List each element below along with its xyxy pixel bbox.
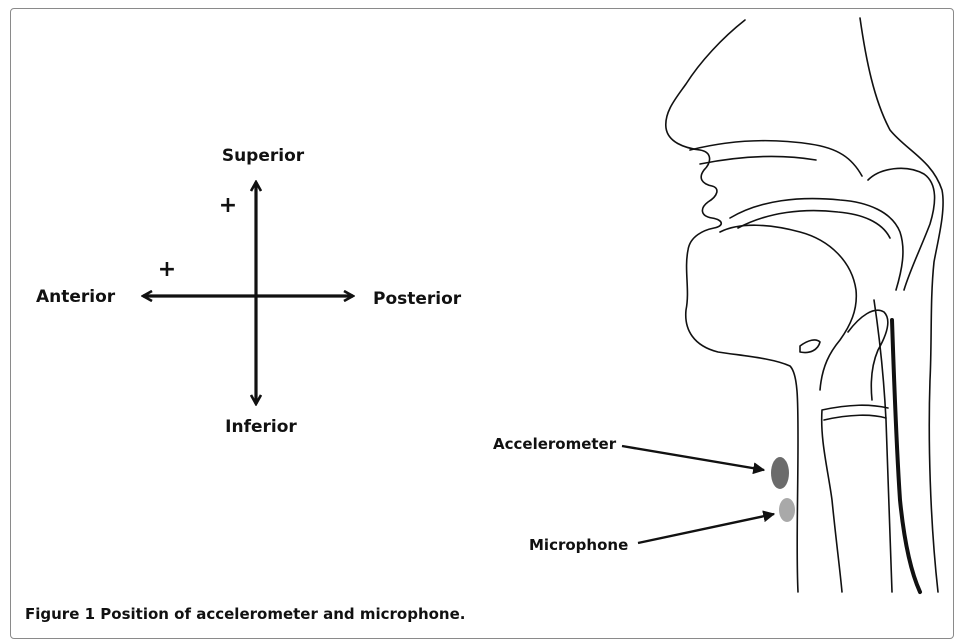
superior-label: Superior	[222, 146, 305, 166]
plus-sign-vertical: +	[219, 193, 237, 218]
plus-sign-horizontal: +	[158, 257, 176, 282]
face-profile-outline	[666, 20, 798, 592]
figure-number: Figure 1	[25, 605, 95, 623]
microphone-sensor	[779, 498, 795, 522]
trachea-outline	[874, 300, 892, 592]
inferior-label: Inferior	[225, 417, 297, 437]
microphone-label: Microphone	[529, 536, 628, 554]
nasal-cavity-outline	[690, 141, 862, 176]
figure-caption-text: Position of accelerometer and microphone…	[100, 605, 465, 623]
accelerometer-sensor	[771, 457, 789, 489]
microphone-pointer-arrow	[638, 514, 774, 543]
posterior-label: Posterior	[373, 289, 462, 309]
direction-axes: Superior Inferior Anterior Posterior + +	[36, 146, 462, 437]
accelerometer-pointer-arrow	[622, 446, 764, 470]
anterior-label: Anterior	[36, 287, 116, 307]
figure-caption: Figure 1 Position of accelerometer and m…	[25, 605, 465, 623]
larynx-outline	[822, 405, 888, 592]
palate-outline	[730, 199, 903, 290]
hyoid-outline	[800, 340, 820, 353]
epiglottis-outline	[848, 310, 888, 400]
accelerometer-label: Accelerometer	[493, 435, 617, 453]
head-neck-illustration	[666, 18, 943, 592]
esophagus-line	[892, 320, 920, 592]
